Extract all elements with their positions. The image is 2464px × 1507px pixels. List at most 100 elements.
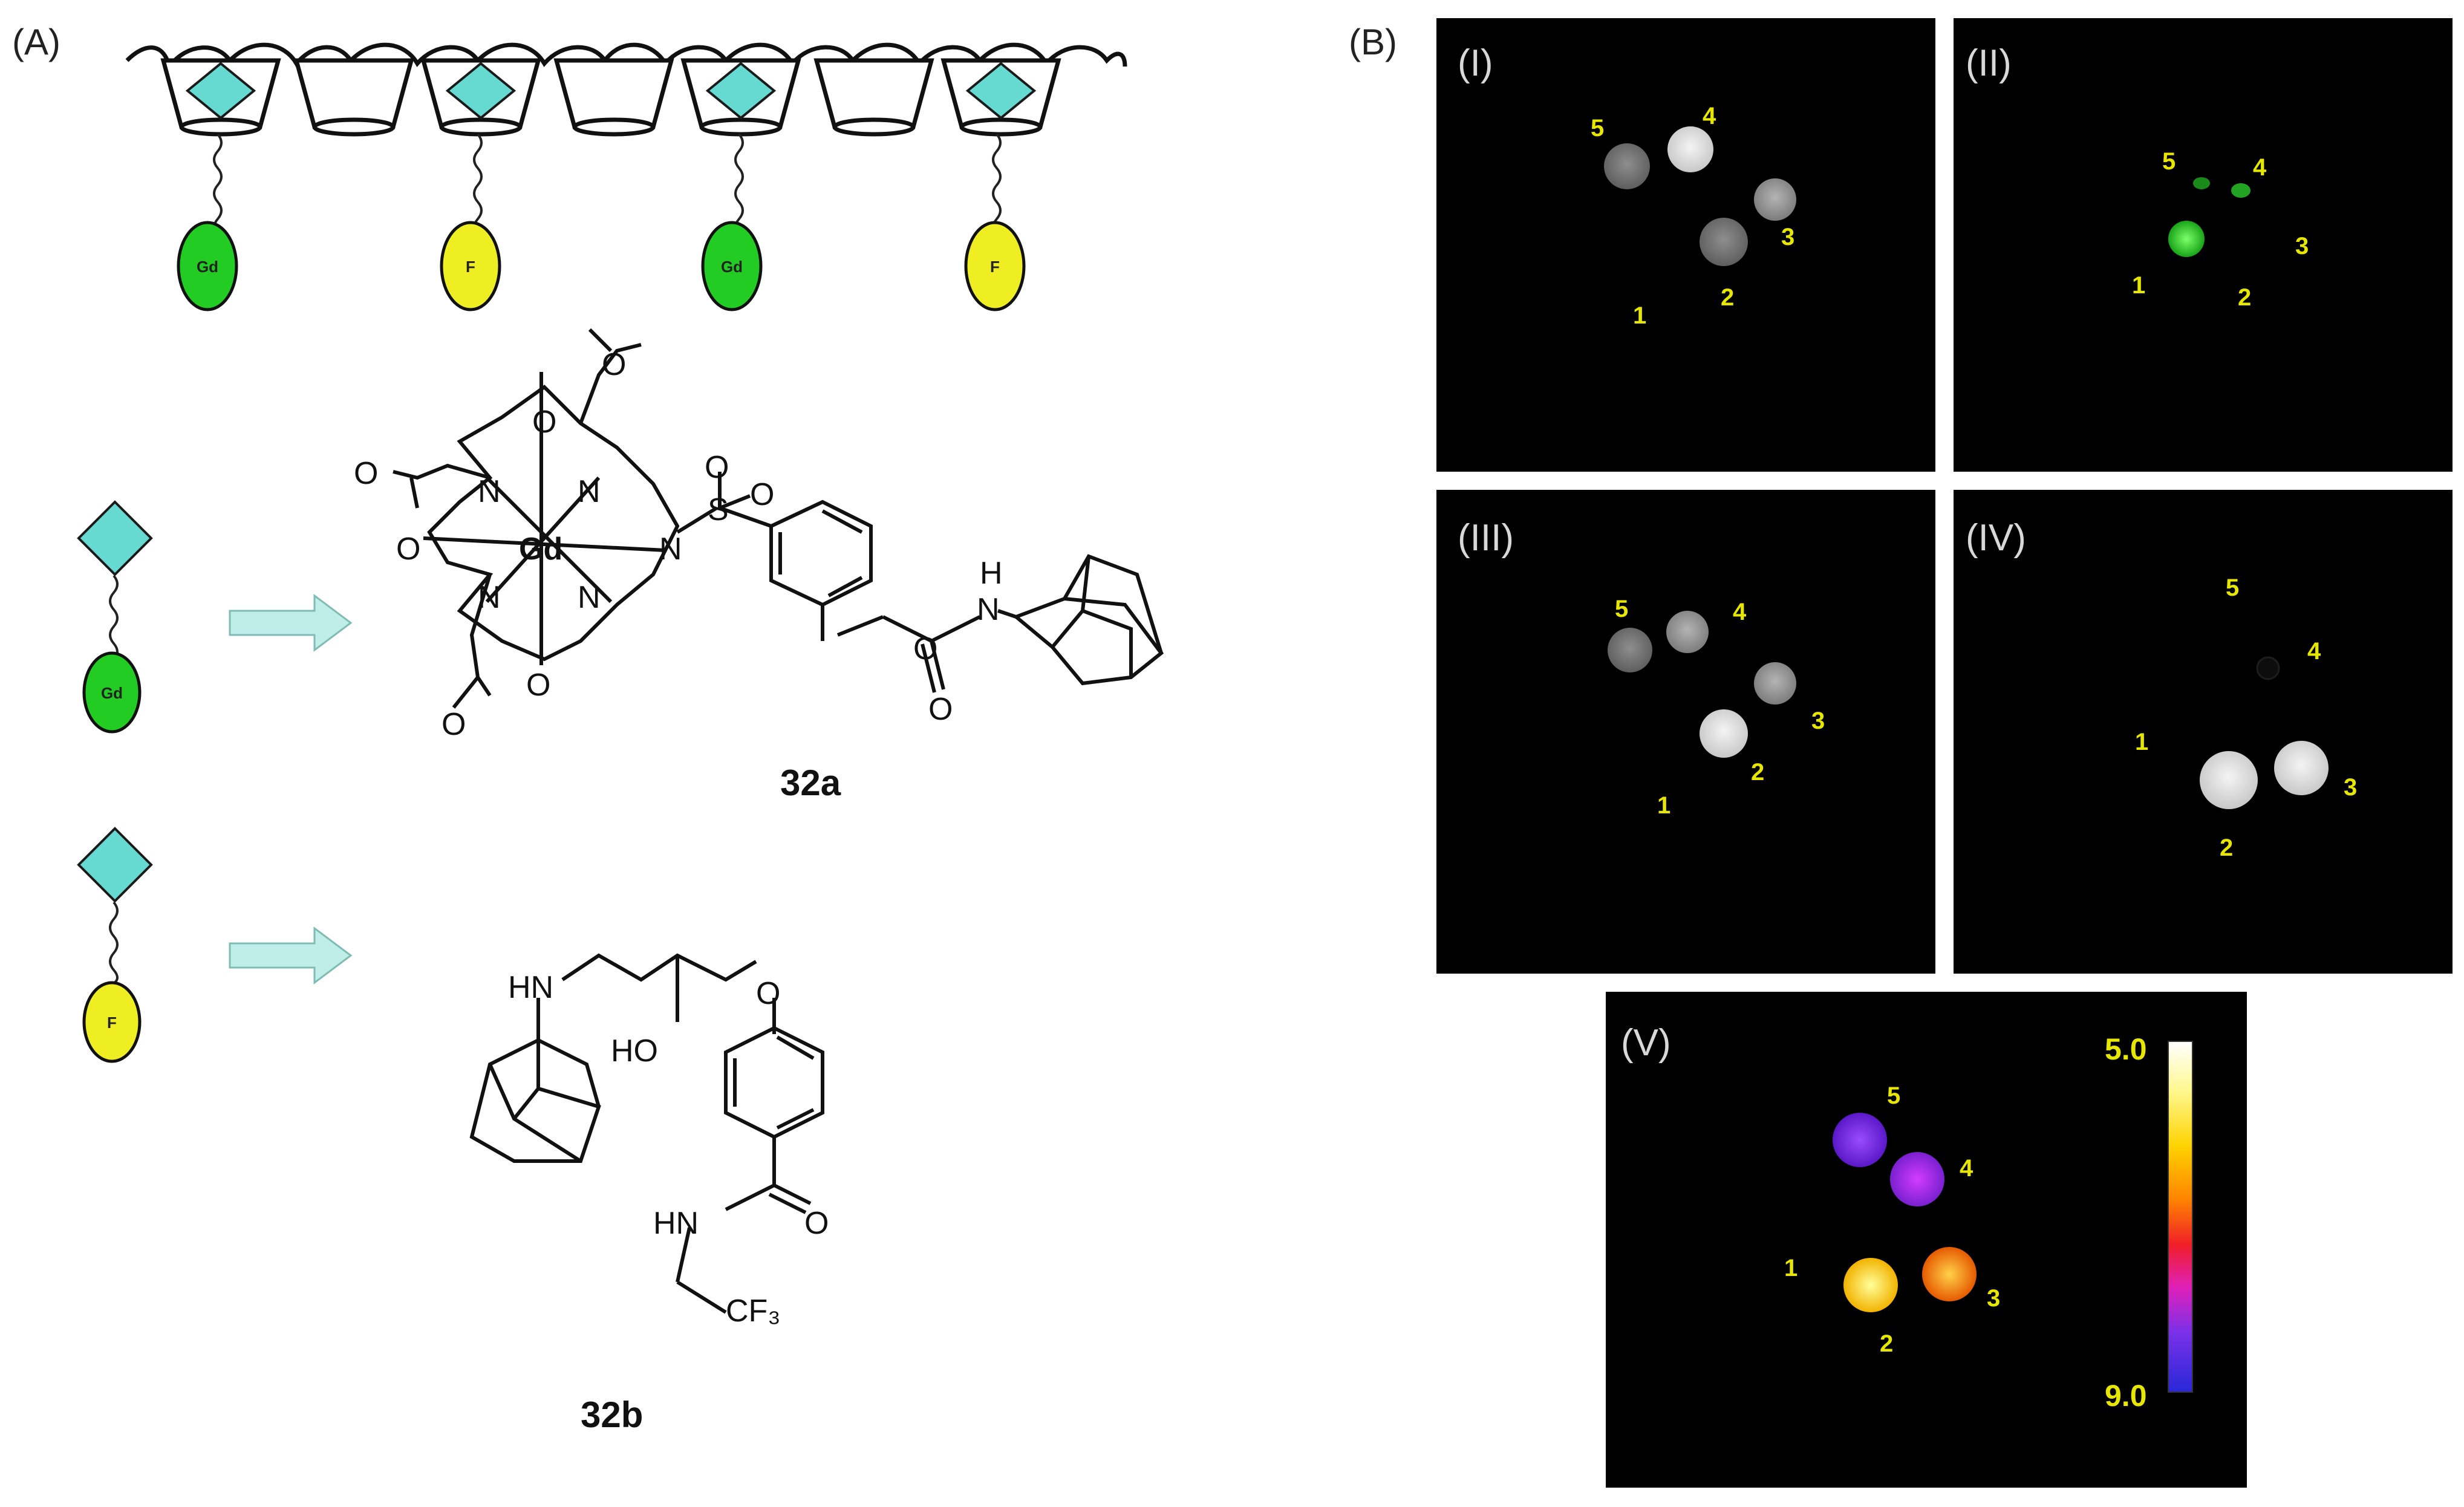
phantom-2-5: [2193, 177, 2210, 189]
mri-panel-1-num-3: 3: [1781, 224, 1794, 250]
mri-panel-1-num-1: 1: [1633, 302, 1646, 329]
atom-o-bottom: O: [526, 668, 550, 703]
mri-panel-4-num-4: 4: [2307, 638, 2321, 665]
atom-n-4: N: [578, 580, 601, 615]
legend-bead-gd: [82, 651, 142, 734]
panel-b-label: (B): [1349, 22, 1397, 62]
mri-panel-1-num-2: 2: [1721, 284, 1734, 311]
atom-o-ether: O: [913, 631, 937, 666]
atom-o-s2: O: [750, 477, 774, 512]
mri-panel-4-num-2: 2: [2220, 835, 2233, 861]
atom-o-carbonyl-b: O: [804, 1206, 829, 1241]
compound-32a-label: 32a: [780, 763, 841, 803]
atom-o-s1: O: [705, 450, 729, 485]
phantom-3-5: [1608, 628, 1652, 672]
mri-panel-2-roman: (II): [1966, 42, 2012, 84]
structure-32a-atoms: O O O O N N N N N Gd S O O O O O O H N: [354, 347, 1003, 742]
atom-o-left: O: [354, 456, 378, 491]
guest-diamond-3: [445, 62, 517, 120]
mri-panel-1-background: [1436, 18, 1935, 472]
mri-panel-1: (I) 5 4 3 2 1: [1436, 18, 1935, 472]
mri-panel-4-background: [1954, 490, 2453, 974]
phantom-5-1: [1843, 1258, 1898, 1312]
gd-bead-1: [177, 221, 238, 311]
guest-diamond-7: [965, 62, 1037, 120]
colorbar-top-label: 5.0: [2105, 1032, 2147, 1066]
mri-panel-3-num-1: 1: [1657, 792, 1670, 819]
atom-o-left2: O: [396, 532, 420, 567]
mri-panel-2-num-3: 3: [2295, 233, 2309, 259]
legend-diamond-gd: [77, 500, 153, 576]
phantom-4-4: [2256, 656, 2280, 680]
mri-panel-1-num-4: 4: [1703, 103, 1716, 129]
atom-n-3: N: [478, 580, 501, 615]
legend-diamond-f: [77, 827, 153, 903]
gd-bead-2-label: Gd: [721, 258, 743, 276]
phantom-1-3: [1754, 178, 1796, 221]
mri-panel-5: (V) 5 4 3 2 1 5.0 9.0: [1606, 992, 2247, 1488]
structure-32a: [393, 328, 1164, 709]
mri-panel-3-roman: (III): [1458, 517, 1514, 559]
phantom-5-4: [1890, 1152, 1944, 1206]
atom-n-2: N: [578, 474, 601, 509]
phantom-5-3: [1922, 1247, 1977, 1301]
atom-o-ether-b: O: [756, 976, 780, 1011]
linkers: [213, 133, 1002, 253]
mri-panel-3-background: [1436, 490, 1935, 974]
cyclodextrin-ring-6: [813, 58, 934, 137]
arrow-icon-gd: [229, 594, 353, 652]
atom-hn-amine: HN: [508, 970, 553, 1005]
mri-panel-4-num-3: 3: [2344, 774, 2357, 801]
atom-n-5: N: [659, 532, 682, 567]
f-bead-1-label: F: [466, 258, 475, 276]
colorbar-bottom-label: 9.0: [2105, 1379, 2147, 1413]
guest-diamonds: [185, 62, 1037, 120]
mri-panel-4-num-1: 1: [2135, 729, 2148, 755]
mri-panel-3-num-5: 5: [1615, 596, 1628, 622]
phantom-4-2: [2200, 751, 2258, 809]
mri-panel-4-roman: (IV): [1966, 517, 2026, 559]
mri-panel-5-roman: (V): [1621, 1022, 1671, 1064]
mri-panel-2-num-4: 4: [2253, 154, 2267, 181]
gd-bead-1-label: Gd: [197, 258, 218, 276]
f-bead-2-label: F: [990, 258, 1000, 276]
legend-bead-f: [82, 981, 142, 1063]
atom-o-carbonyl: O: [928, 692, 953, 727]
gd-bead-2: [701, 221, 763, 311]
structure-32b: [469, 953, 824, 1314]
atom-nh: N: [977, 592, 1000, 627]
phantom-3-4: [1666, 611, 1709, 653]
atom-hn-amide: HN: [653, 1206, 699, 1241]
mri-panel-1-num-5: 5: [1591, 115, 1604, 142]
structure-32b-atoms: HN HO O HN O CF₃: [508, 970, 829, 1329]
legend-bead-gd-label: Gd: [101, 684, 123, 702]
atom-ho: HO: [611, 1033, 658, 1069]
mri-panel-3-num-3: 3: [1811, 708, 1825, 734]
mri-panel-5-num-1: 1: [1784, 1255, 1797, 1281]
phantom-1-2: [1700, 218, 1748, 266]
atom-gd: Gd: [519, 532, 562, 567]
f-bead-2: [964, 221, 1026, 311]
guest-diamond-1: [185, 62, 256, 120]
mri-panel-3: (III) 5 4 3 2 1: [1436, 490, 1935, 974]
phantom-2-1: [2168, 221, 2205, 257]
guest-diamond-5: [705, 62, 777, 120]
legend-linker-f: [109, 901, 119, 985]
f-bead-1: [440, 221, 501, 311]
mri-panel-3-num-4: 4: [1733, 599, 1747, 625]
mri-panel-2-num-2: 2: [2238, 284, 2251, 311]
cyclodextrin-ring-2: [293, 58, 414, 137]
mri-panel-2-num-5: 5: [2162, 148, 2176, 175]
atom-h: H: [980, 556, 1003, 591]
atom-o-top: O: [602, 347, 626, 382]
mri-panel-1-roman: (I): [1458, 42, 1493, 84]
mri-panel-5-num-2: 2: [1880, 1330, 1893, 1357]
mri-panel-5-num-4: 4: [1960, 1155, 1973, 1182]
phantom-2-4: [2231, 183, 2251, 198]
atom-cf3: CF₃: [726, 1294, 781, 1329]
mri-panel-4: (IV) 5 4 3 2 1: [1954, 490, 2453, 974]
mri-panel-2: (II) 5 4 3 2 1: [1954, 18, 2453, 472]
phantom-4-3: [2274, 741, 2329, 795]
compound-32b-label: 32b: [581, 1395, 643, 1435]
